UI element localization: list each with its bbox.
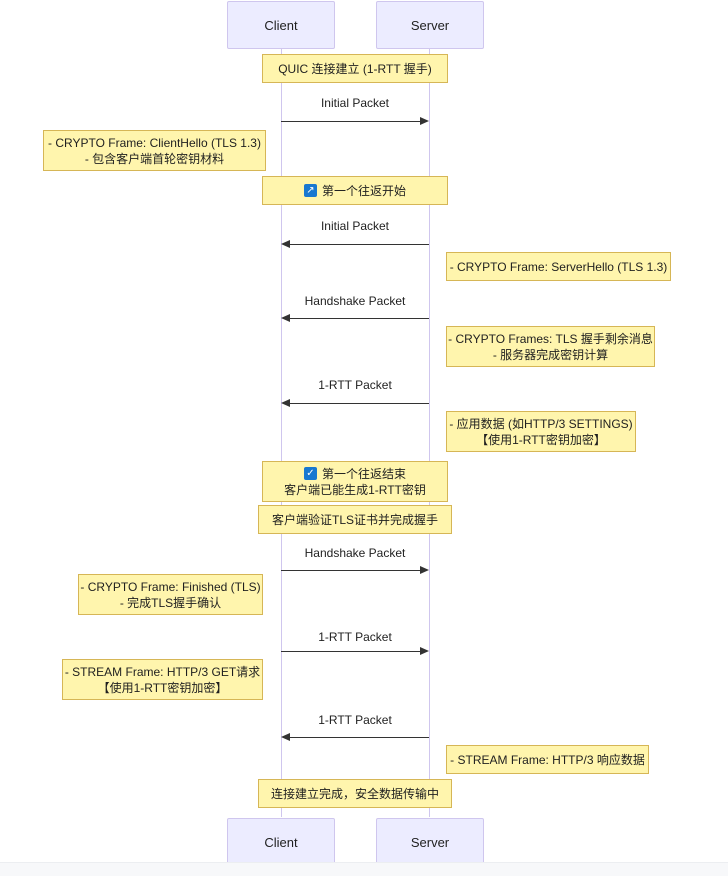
note-application-data: - 应用数据 (如HTTP/3 SETTINGS) 【使用1-RTT密钥加密】 bbox=[446, 411, 636, 452]
footer-band bbox=[0, 862, 728, 876]
note-client-hello: - CRYPTO Frame: ClientHello (TLS 1.3) - … bbox=[43, 130, 266, 171]
note-verify-certificate-line1: 客户端验证TLS证书并完成握手 bbox=[271, 512, 438, 527]
note-client-hello-line1: - CRYPTO Frame: ClientHello (TLS 1.3) bbox=[48, 135, 261, 150]
message-arrowhead-initial-packet-1 bbox=[420, 117, 429, 125]
note-verify-certificate: 客户端验证TLS证书并完成握手 bbox=[258, 505, 452, 534]
lifeline-client bbox=[281, 49, 282, 817]
message-line-one-rtt-packet-3 bbox=[289, 737, 429, 738]
note-http3-response: - STREAM Frame: HTTP/3 响应数据 bbox=[446, 745, 649, 774]
note-connection-established-line1: 连接建立完成，安全数据传输中 bbox=[270, 786, 439, 801]
note-server-hello: - CRYPTO Frame: ServerHello (TLS 1.3) bbox=[446, 252, 671, 281]
message-arrowhead-one-rtt-packet-1 bbox=[281, 399, 290, 407]
note-tls-remaining-messages-line1: - CRYPTO Frames: TLS 握手剩余消息 bbox=[448, 331, 653, 346]
note-first-rtt-end: ✓ 第一个往返结束 客户端已能生成1-RTT密钥 bbox=[262, 461, 448, 502]
note-connection-established: 连接建立完成，安全数据传输中 bbox=[258, 779, 452, 808]
participant-client-bottom[interactable]: Client bbox=[227, 818, 335, 866]
participant-client-top[interactable]: Client bbox=[227, 1, 335, 49]
message-label-handshake-packet-2: Handshake Packet bbox=[304, 546, 406, 560]
message-label-initial-packet-2: Initial Packet bbox=[320, 219, 390, 233]
message-arrowhead-one-rtt-packet-3 bbox=[281, 733, 290, 741]
note-tls-remaining-messages-line2: - 服务器完成密钥计算 bbox=[492, 347, 609, 362]
message-arrowhead-handshake-packet-2 bbox=[420, 566, 429, 574]
participant-server-top[interactable]: Server bbox=[376, 1, 484, 49]
message-line-handshake-packet-2 bbox=[281, 570, 421, 571]
message-label-one-rtt-packet-2: 1-RTT Packet bbox=[318, 630, 392, 644]
message-arrowhead-handshake-packet-1 bbox=[281, 314, 290, 322]
message-line-initial-packet-2 bbox=[289, 244, 429, 245]
trending-up-icon: ↗ bbox=[303, 184, 317, 197]
note-application-data-line1: - 应用数据 (如HTTP/3 SETTINGS) bbox=[449, 416, 633, 431]
note-http3-get-request-line2: 【使用1-RTT密钥加密】 bbox=[97, 680, 228, 695]
note-first-rtt-start-line1: 第一个往返开始 bbox=[321, 183, 406, 198]
note-http3-get-request: - STREAM Frame: HTTP/3 GET请求 【使用1-RTT密钥加… bbox=[62, 659, 263, 700]
message-line-initial-packet-1 bbox=[281, 121, 421, 122]
note-tls-remaining-messages: - CRYPTO Frames: TLS 握手剩余消息 - 服务器完成密钥计算 bbox=[446, 326, 655, 367]
participant-client-top-label: Client bbox=[264, 17, 298, 33]
message-arrowhead-one-rtt-packet-2 bbox=[420, 647, 429, 655]
note-first-rtt-end-head: ✓ 第一个往返结束 bbox=[303, 466, 406, 482]
note-crypto-finished-line1: - CRYPTO Frame: Finished (TLS) bbox=[80, 579, 261, 594]
message-line-one-rtt-packet-2 bbox=[281, 651, 421, 652]
check-icon: ✓ bbox=[303, 467, 317, 480]
participant-client-bottom-label: Client bbox=[264, 834, 298, 850]
message-label-initial-packet-1: Initial Packet bbox=[320, 96, 390, 110]
note-http3-response-line1: - STREAM Frame: HTTP/3 响应数据 bbox=[450, 752, 645, 767]
note-quic-handshake-title-line1: QUIC 连接建立 (1-RTT 握手) bbox=[278, 61, 432, 76]
message-label-handshake-packet-1: Handshake Packet bbox=[304, 294, 406, 308]
participant-server-bottom-label: Server bbox=[410, 834, 450, 850]
note-server-hello-line1: - CRYPTO Frame: ServerHello (TLS 1.3) bbox=[449, 259, 668, 274]
message-line-handshake-packet-1 bbox=[289, 318, 429, 319]
note-quic-handshake-title: QUIC 连接建立 (1-RTT 握手) bbox=[262, 54, 448, 83]
message-line-one-rtt-packet-1 bbox=[289, 403, 429, 404]
note-client-hello-line2: - 包含客户端首轮密钥材料 bbox=[84, 151, 225, 166]
lifeline-server bbox=[429, 49, 430, 817]
note-first-rtt-start: ↗ 第一个往返开始 bbox=[262, 176, 448, 205]
note-first-rtt-end-line1: 第一个往返结束 bbox=[321, 466, 406, 481]
message-label-one-rtt-packet-1: 1-RTT Packet bbox=[318, 378, 392, 392]
message-label-one-rtt-packet-3: 1-RTT Packet bbox=[318, 713, 392, 727]
note-crypto-finished-line2: - 完成TLS握手确认 bbox=[119, 595, 222, 610]
note-application-data-line2: 【使用1-RTT密钥加密】 bbox=[476, 432, 606, 447]
note-first-rtt-start-head: ↗ 第一个往返开始 bbox=[303, 183, 406, 199]
note-http3-get-request-line1: - STREAM Frame: HTTP/3 GET请求 bbox=[64, 664, 261, 679]
note-first-rtt-end-line2: 客户端已能生成1-RTT密钥 bbox=[284, 482, 426, 497]
note-crypto-finished: - CRYPTO Frame: Finished (TLS) - 完成TLS握手… bbox=[78, 574, 263, 615]
message-arrowhead-initial-packet-2 bbox=[281, 240, 290, 248]
participant-server-bottom[interactable]: Server bbox=[376, 818, 484, 866]
participant-server-top-label: Server bbox=[410, 17, 450, 33]
